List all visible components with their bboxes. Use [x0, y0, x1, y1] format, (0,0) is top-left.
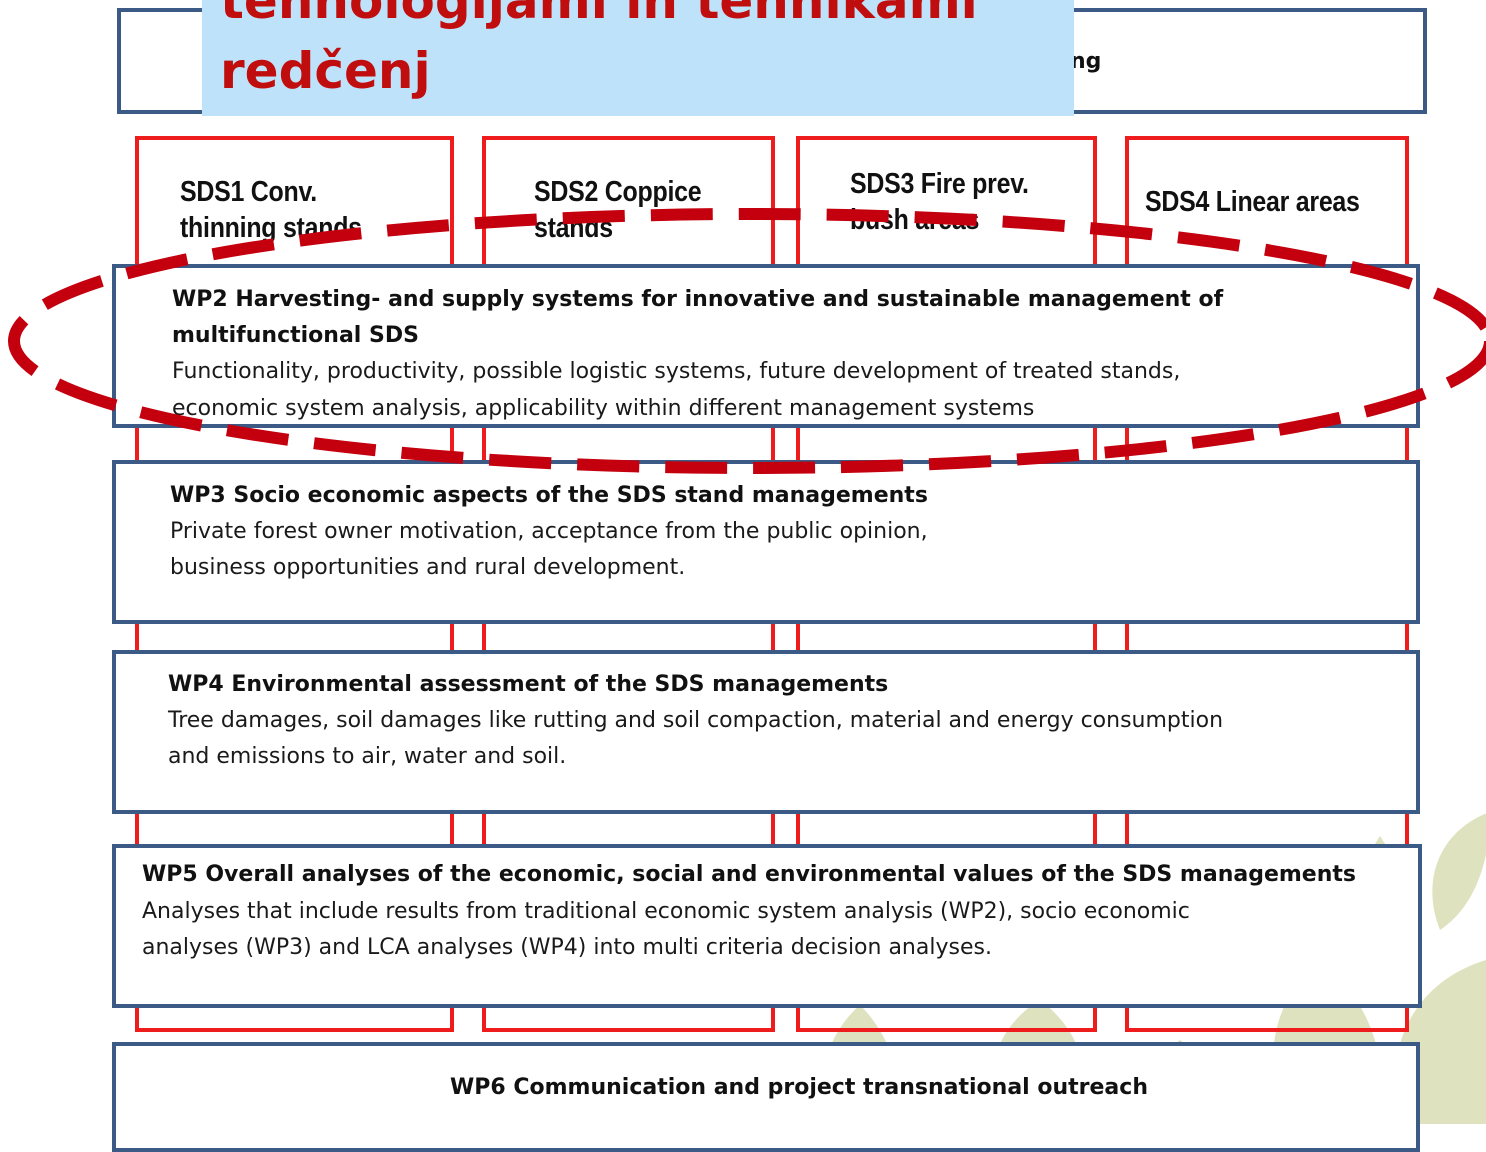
wp5-desc-line1: Analyses that include results from tradi…	[142, 899, 1190, 924]
wp2-title-line1: WP2 Harvesting- and supply systems for i…	[172, 287, 1224, 312]
wp3-box	[112, 460, 1420, 624]
wp5-title: WP5 Overall analyses of the economic, so…	[142, 862, 1356, 887]
wp2-title-line2: multifunctional SDS	[172, 323, 419, 348]
wp6-title: WP6 Communication and project transnatio…	[450, 1075, 1148, 1100]
sds2-label: SDS2 Coppice stands	[534, 174, 702, 247]
sds3-label-line1: SDS3 Fire prev.	[850, 168, 1029, 200]
wp2-desc-line1: Functionality, productivity, possible lo…	[172, 359, 1181, 384]
sds4-label-line1: SDS4 Linear areas	[1145, 186, 1360, 218]
wp4-box	[112, 650, 1420, 814]
wp2-desc-line2: economic system analysis, applicability …	[172, 396, 1035, 421]
highlight-dashed-ellipse	[8, 208, 1486, 474]
wp4-title: WP4 Environmental assessment of the SDS …	[168, 672, 889, 697]
wp4-desc-line1: Tree damages, soil damages like rutting …	[168, 708, 1224, 733]
sds4-label: SDS4 Linear areas	[1145, 184, 1360, 220]
wp5-box	[112, 844, 1422, 1008]
wp3-desc-line2: business opportunities and rural develop…	[170, 555, 686, 580]
wp1-title-fragment: ng	[1070, 49, 1102, 74]
banner-title-line2: redčenj	[220, 42, 431, 100]
wp4-desc-line2: and emissions to air, water and soil.	[168, 744, 567, 769]
wp2-box	[112, 264, 1420, 428]
wp5-desc-line2: analyses (WP3) and LCA analyses (WP4) in…	[142, 935, 992, 960]
sds1-label-line1: SDS1 Conv.	[180, 176, 317, 208]
wp3-desc-line1: Private forest owner motivation, accepta…	[170, 519, 928, 544]
title-banner	[202, 0, 1074, 116]
banner-title-line1: tehnologijami in tehnikami	[220, 0, 978, 30]
sds2-label-line1: SDS2 Coppice	[534, 176, 702, 208]
wp3-title: WP3 Socio economic aspects of the SDS st…	[170, 483, 928, 508]
